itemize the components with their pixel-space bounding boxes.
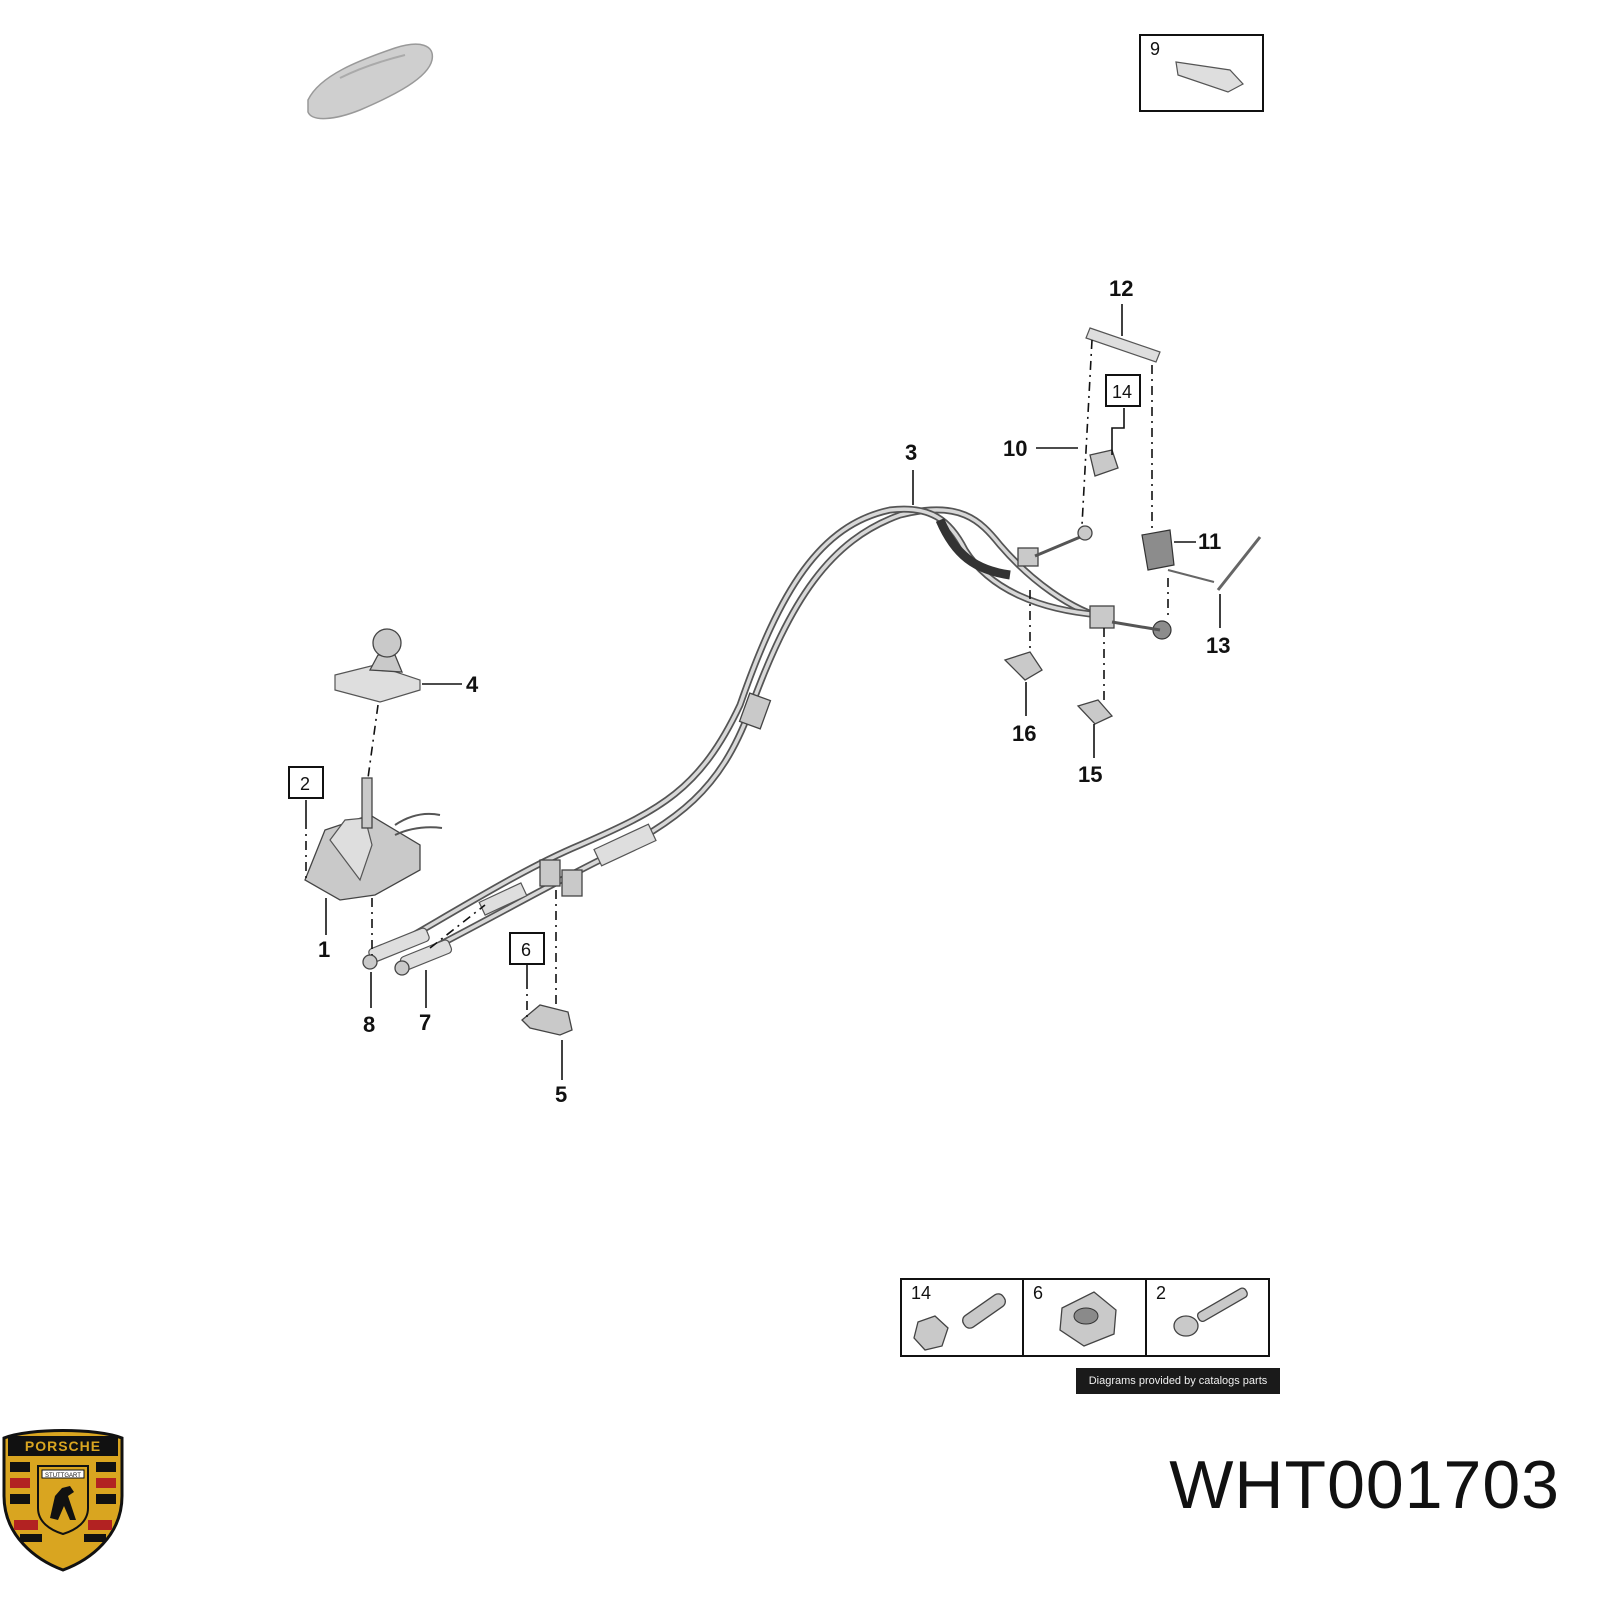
cable-ends [362,927,453,976]
callout-16: 16 [1012,721,1036,746]
callout-11: 11 [1198,529,1221,554]
bracket-11 [1141,529,1175,571]
callout-12: 12 [1109,276,1133,301]
bracket-10 [1089,449,1119,477]
rod-13 [1216,536,1262,591]
callout-box-14 [1105,374,1141,407]
callout-14: 14 [1112,382,1132,402]
flange-nut-icon [1059,1291,1117,1347]
callout-box-2 [288,766,324,799]
porsche-crest-logo: PORSCHE STUTTGART [2,1429,124,1572]
fastener-legend: 14 6 2 [900,1278,1270,1357]
shift-cable-assembly [366,505,1172,969]
callout-2: 2 [300,774,310,794]
svg-text:PORSCHE: PORSCHE [25,1438,101,1454]
callout-4: 4 [466,672,479,697]
legend-ref-2: 2 [1156,1283,1166,1303]
callout-10: 10 [1003,436,1027,461]
strip-12 [1085,327,1161,363]
legend-ref-6: 6 [1033,1283,1043,1303]
callout-8: 8 [363,1012,375,1037]
callout-5: 5 [555,1082,567,1107]
callout-9: 9 [1150,39,1160,59]
bracket-15 [1076,699,1114,725]
callout-6: 6 [521,940,531,960]
vehicle-thumbnail [307,43,434,120]
hex-bolt-icon [913,1293,1006,1351]
callout-1: 1 [318,937,330,962]
callout-15: 15 [1078,762,1102,787]
callout-13: 13 [1206,633,1230,658]
callout-3: 3 [905,440,917,465]
bracket-5 [521,1004,573,1036]
callout-box-6 [509,932,545,965]
legend-ref-14: 14 [911,1283,931,1303]
gear-knob-boot [334,628,421,703]
svg-text:STUTTGART: STUTTGART [45,1473,81,1479]
bracket-16 [1003,651,1043,681]
screw-icon [1173,1287,1248,1337]
shifter-housing [304,777,443,901]
assembly-lines [305,339,1169,1018]
part-number: WHT001703 [1169,1447,1560,1523]
callout-7: 7 [419,1010,431,1035]
leader-lines [305,304,1221,1080]
diagram-credit: Diagrams provided by catalogs parts [1076,1368,1280,1394]
callout-box-9: 9 [1139,34,1264,112]
